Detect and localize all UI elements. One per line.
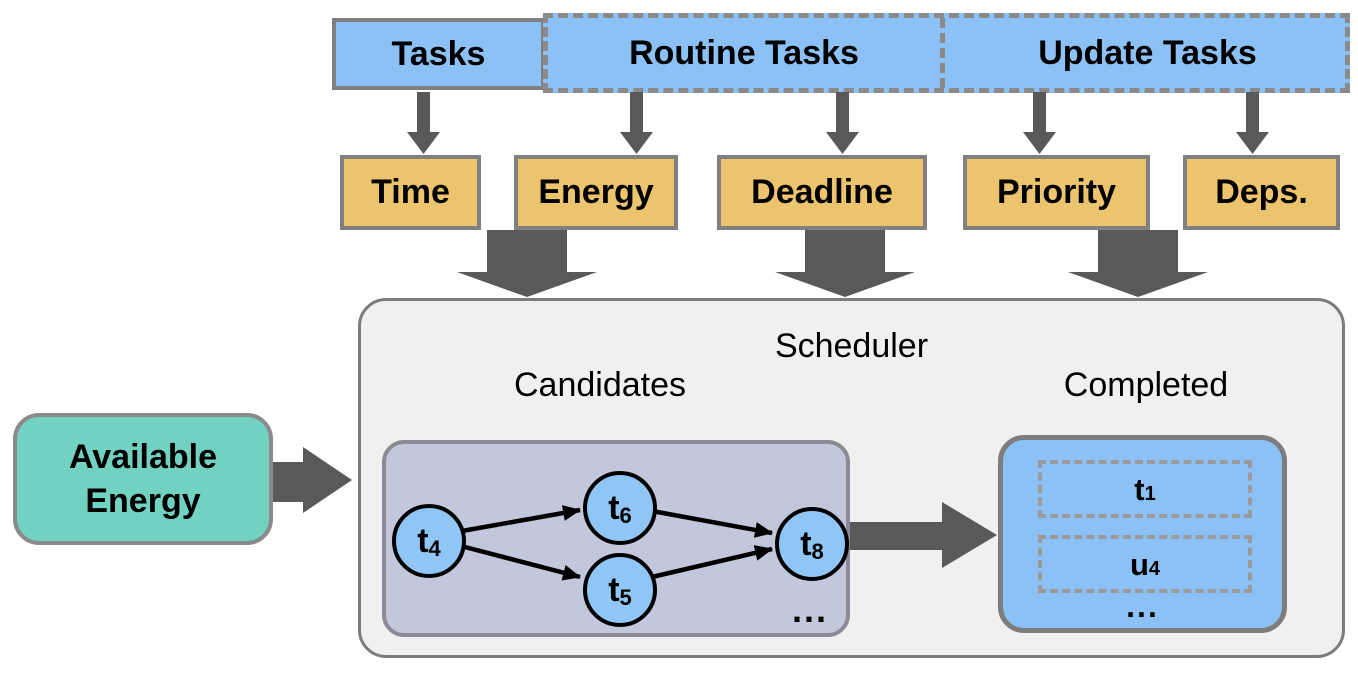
time-label: Time: [371, 173, 450, 211]
dashed-tasks-group: Routine Tasks Update Tasks: [543, 13, 1350, 93]
node-letter: t: [800, 525, 812, 563]
attribute-box-deps: Deps.: [1183, 155, 1340, 230]
attribute-box-deadline: Deadline: [717, 155, 927, 230]
node-subscript: 4: [428, 536, 441, 561]
completed-ellipsis: ...: [1126, 588, 1159, 624]
energy-label: Energy: [538, 173, 654, 211]
attribute-box-energy: Energy: [514, 155, 678, 230]
item-subscript: 1: [1144, 483, 1156, 505]
scheduler-title: Scheduler: [774, 327, 929, 365]
item-letter: t: [1134, 471, 1145, 507]
candidates-ellipsis: ...: [791, 589, 828, 630]
node-letter: t: [608, 489, 620, 527]
deps-label: Deps.: [1215, 173, 1308, 211]
item-subscript: 4: [1148, 558, 1161, 580]
node-letter: t: [608, 571, 620, 609]
attribute-box-time: Time: [340, 155, 481, 230]
down-arrow-icon: [620, 92, 653, 154]
available-energy-line2: Energy: [85, 482, 201, 520]
candidates-title: Candidates: [513, 366, 686, 404]
attribute-box-priority: Priority: [963, 155, 1150, 230]
task-graph-edges: [460, 505, 773, 581]
tasks-label: Tasks: [391, 34, 486, 73]
down-arrow-icon: [1023, 92, 1056, 154]
down-arrow-icon: [407, 92, 440, 154]
completed-title: Completed: [1063, 366, 1229, 404]
node-subscript: 6: [619, 503, 632, 528]
priority-label: Priority: [996, 173, 1117, 211]
big-down-arrow-icon: [457, 230, 597, 297]
routine-tasks-label: Routine Tasks: [629, 33, 859, 72]
down-arrow-icon: [1236, 92, 1269, 154]
deadline-label: Deadline: [751, 173, 893, 211]
big-down-arrow-icon: [775, 230, 915, 297]
update-tasks-label: Update Tasks: [1038, 33, 1257, 72]
node-subscript: 5: [619, 585, 632, 610]
available-energy-box: Available Energy: [13, 413, 273, 545]
big-down-arrow-icon: [1068, 230, 1208, 297]
update-tasks-box: Update Tasks: [940, 18, 1350, 88]
right-arrow-icon: [273, 447, 352, 513]
routine-tasks-box: Routine Tasks: [548, 18, 940, 88]
down-arrow-icon: [826, 92, 859, 154]
node-subscript: 8: [811, 539, 824, 564]
node-letter: t: [417, 522, 429, 560]
available-energy-line1: Available: [68, 438, 218, 476]
item-letter: u: [1129, 546, 1149, 582]
tasks-box: Tasks: [332, 18, 545, 90]
